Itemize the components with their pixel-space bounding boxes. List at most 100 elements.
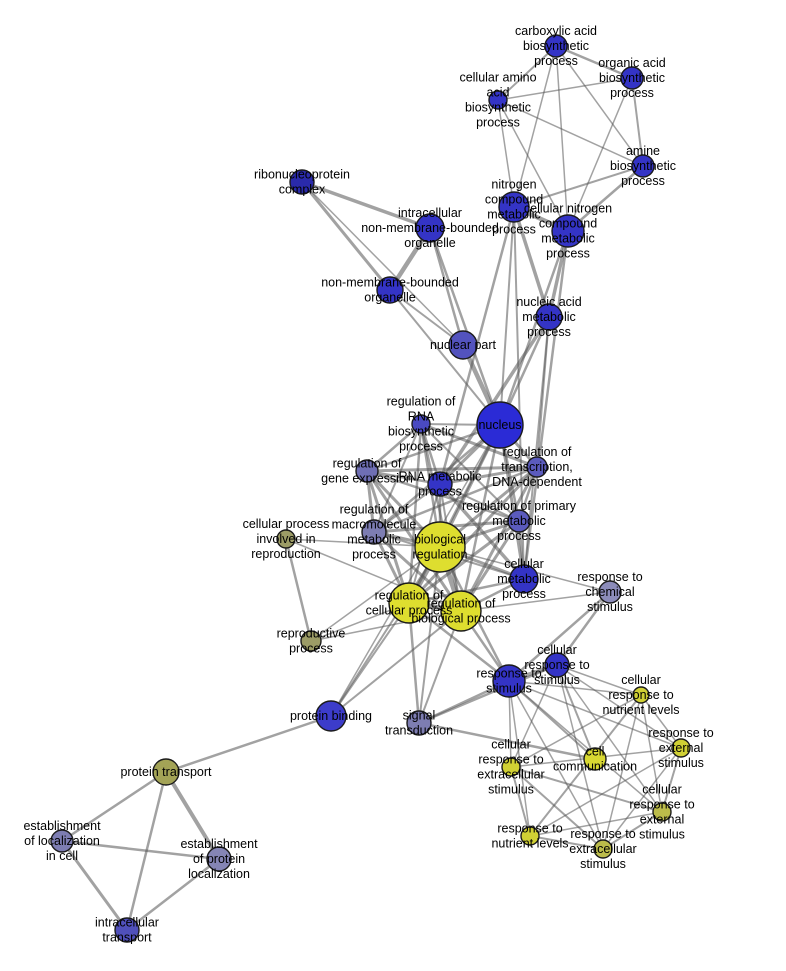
- edge-protein_binding--regulation_biological_process: [330, 610, 462, 717]
- edge-response_external_stimulus--cellular_response_external: [661, 747, 682, 813]
- node-regulation_macromolecule_metabolic[interactable]: [361, 519, 387, 545]
- node-non_membrane_organelle[interactable]: [376, 276, 404, 304]
- edge-organic_acid_biosynthetic--cellular_nitrogen_compound_metabolic: [567, 77, 633, 232]
- node-intracellular_transport[interactable]: [114, 917, 140, 943]
- edge-cellular_process_reproduction--regulation_biological_process: [285, 538, 462, 612]
- edge-intracellular_non_membrane_organelle--nuclear_part: [428, 226, 465, 347]
- edge-ribonucleoprotein_complex--non_membrane_organelle: [300, 180, 392, 292]
- node-cell_communication[interactable]: [583, 747, 607, 771]
- node-cellular_response_external[interactable]: [652, 802, 672, 822]
- edge-organic_acid_biosynthetic--amine_biosynthetic: [631, 77, 644, 167]
- edge-cellular_amino_acid_biosynthetic--nitrogen_compound_metabolic: [497, 99, 515, 208]
- node-cellular_process_reproduction[interactable]: [276, 529, 296, 549]
- node-amine_biosynthetic[interactable]: [631, 154, 655, 178]
- edge-protein_binding--biological_regulation: [330, 546, 441, 717]
- edge-reproductive_process--biological_regulation: [310, 546, 441, 642]
- node-establishment_localization_cell[interactable]: [50, 829, 74, 853]
- edge-cellular_response_nutrient_levels--cellular_response_external: [640, 694, 663, 813]
- node-response_chemical_stimulus[interactable]: [598, 580, 622, 604]
- node-ribonucleoprotein_complex[interactable]: [289, 169, 315, 195]
- edge-regulation_rna_biosynthetic--regulation_cellular_process: [407, 422, 423, 605]
- node-cellular_response_stimulus[interactable]: [544, 652, 570, 678]
- node-protein_transport[interactable]: [152, 758, 180, 786]
- node-reproductive_process[interactable]: [300, 630, 322, 652]
- edge-cellular_response_extracellular--response_nutrient_levels: [510, 766, 531, 837]
- edge-signal_transduction--biological_regulation: [418, 546, 441, 724]
- edge-rna_metabolic--cellular_metabolic: [438, 482, 526, 581]
- node-protein_binding[interactable]: [315, 700, 347, 732]
- node-establishment_protein_localization[interactable]: [206, 846, 232, 872]
- node-regulation_cellular_process[interactable]: [388, 582, 430, 624]
- node-nucleic_acid_metabolic[interactable]: [535, 303, 563, 331]
- edge-regulation_transcription_dna--regulation_biological_process: [459, 465, 539, 613]
- edge-protein_transport--establishment_protein_localization: [164, 770, 221, 861]
- node-organic_acid_biosynthetic[interactable]: [620, 66, 644, 90]
- node-cellular_nitrogen_compound_metabolic[interactable]: [551, 214, 585, 248]
- label-nuclear_part: nuclear part: [430, 338, 497, 352]
- edge-cellular_response_nutrient_levels--response_extracellular: [602, 694, 642, 850]
- edge-response_external_stimulus--response_extracellular: [602, 747, 682, 850]
- edge-nucleus--regulation_biological_process: [459, 423, 502, 613]
- node-carboxylic_acid_biosynthetic[interactable]: [544, 34, 568, 58]
- node-response_external_stimulus[interactable]: [671, 738, 691, 758]
- edge-response_nutrient_levels--response_extracellular: [529, 835, 604, 850]
- node-response_extracellular[interactable]: [593, 839, 613, 859]
- node-regulation_gene_expression[interactable]: [355, 459, 379, 483]
- edge-cellular_nitrogen_compound_metabolic--nucleus: [498, 229, 570, 427]
- edge-carboxylic_acid_biosynthetic--nitrogen_compound_metabolic: [513, 45, 557, 208]
- node-nuclear_part[interactable]: [448, 330, 478, 360]
- edge-cellular_response_extracellular--cellular_response_external: [510, 766, 663, 813]
- node-cellular_metabolic[interactable]: [509, 564, 539, 594]
- node-cellular_response_nutrient_levels[interactable]: [632, 686, 650, 704]
- node-nucleus[interactable]: [476, 401, 524, 449]
- edge-nucleic_acid_metabolic--rna_metabolic: [438, 315, 551, 486]
- node-biological_regulation[interactable]: [414, 521, 466, 573]
- node-nitrogen_compound_metabolic[interactable]: [498, 191, 530, 223]
- edge-protein_binding--nucleus: [330, 424, 501, 717]
- edge-establishment_localization_cell--intracellular_transport: [60, 839, 129, 932]
- node-response_nutrient_levels[interactable]: [520, 826, 540, 846]
- edge-organic_acid_biosynthetic--cellular_amino_acid_biosynthetic: [497, 77, 633, 101]
- node-regulation_transcription_dna[interactable]: [526, 456, 548, 478]
- edge-regulation_rna_biosynthetic--regulation_gene_expression: [365, 422, 423, 473]
- edge-establishment_localization_cell--establishment_protein_localization: [60, 839, 221, 861]
- node-cellular_amino_acid_biosynthetic[interactable]: [488, 90, 508, 110]
- node-cellular_response_extracellular[interactable]: [501, 757, 521, 777]
- node-regulation_biological_process[interactable]: [440, 590, 482, 632]
- node-response_stimulus[interactable]: [492, 664, 526, 698]
- edge-protein_binding--protein_transport: [164, 714, 333, 774]
- edges-layer: [60, 44, 682, 932]
- node-regulation_primary_metabolic[interactable]: [507, 509, 531, 533]
- label-protein_binding: protein binding: [290, 709, 372, 723]
- label-protein_transport: protein transport: [120, 765, 212, 779]
- node-rna_metabolic[interactable]: [427, 471, 453, 497]
- edge-response_stimulus--cellular_response_nutrient_levels: [508, 680, 642, 696]
- edge-nucleic_acid_metabolic--cellular_metabolic: [523, 316, 550, 580]
- node-signal_transduction[interactable]: [406, 710, 432, 736]
- node-intracellular_non_membrane_organelle[interactable]: [415, 213, 445, 243]
- edge-carboxylic_acid_biosynthetic--cellular_amino_acid_biosynthetic: [497, 45, 557, 101]
- node-regulation_rna_biosynthetic[interactable]: [411, 414, 431, 434]
- edge-intracellular_transport--establishment_protein_localization: [125, 857, 221, 932]
- edge-ribonucleoprotein_complex--intracellular_non_membrane_organelle: [300, 180, 432, 230]
- edge-non_membrane_organelle--nucleus: [389, 289, 501, 426]
